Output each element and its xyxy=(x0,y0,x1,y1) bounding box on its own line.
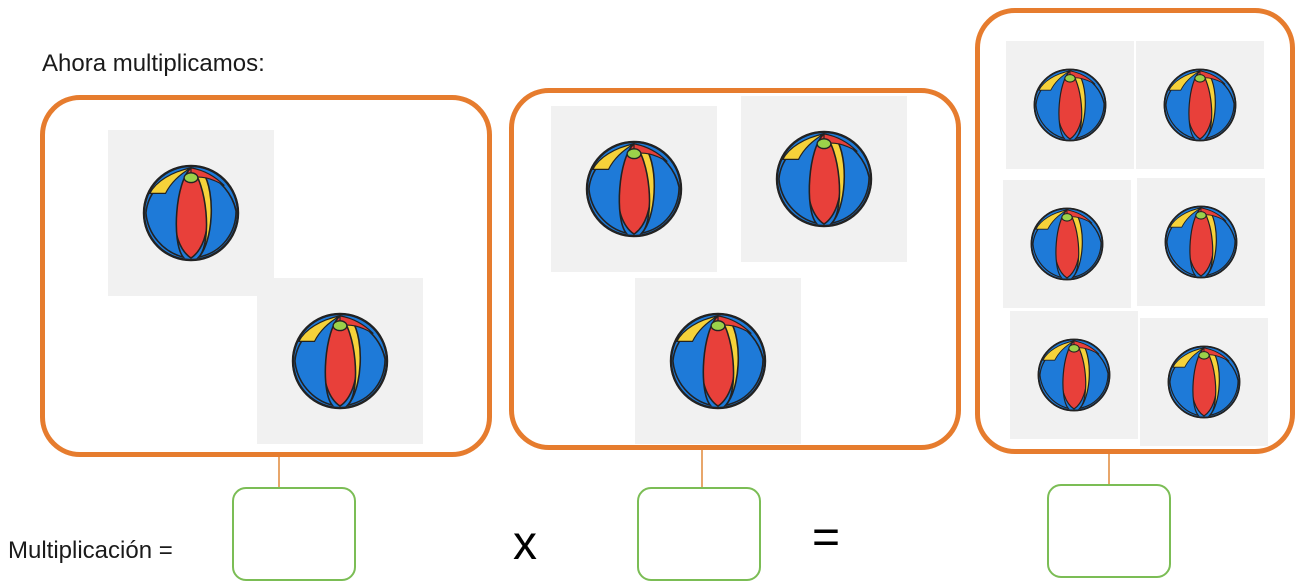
beach-ball-icon xyxy=(1037,338,1111,412)
beach-ball-icon xyxy=(669,312,767,410)
connector-line xyxy=(701,450,703,487)
group-box-2 xyxy=(509,88,961,450)
beach-ball-icon xyxy=(1030,207,1104,281)
beach-ball-icon xyxy=(1167,345,1241,419)
times-operator: x xyxy=(513,517,537,570)
ball-tile xyxy=(1136,41,1264,169)
connector-line xyxy=(278,457,280,487)
ball-tile xyxy=(1003,180,1131,308)
multiplication-label: Multiplicación = xyxy=(8,537,173,564)
answer-box-factor-1[interactable] xyxy=(232,487,356,581)
group-box-3 xyxy=(975,8,1295,454)
beach-ball-icon xyxy=(585,140,683,238)
beach-ball-icon xyxy=(142,164,240,262)
ball-tile xyxy=(257,278,423,444)
ball-tile xyxy=(108,130,274,296)
ball-tile xyxy=(1010,311,1138,439)
beach-ball-icon xyxy=(1163,68,1237,142)
beach-ball-icon xyxy=(775,130,873,228)
equals-operator: = xyxy=(812,511,841,564)
answer-box-product[interactable] xyxy=(1047,484,1171,578)
ball-tile xyxy=(1137,178,1265,306)
instruction-text: Ahora multiplicamos: xyxy=(42,50,265,77)
group-box-1 xyxy=(40,95,492,457)
connector-line xyxy=(1108,454,1110,484)
ball-tile xyxy=(741,96,907,262)
beach-ball-icon xyxy=(291,312,389,410)
ball-tile xyxy=(635,278,801,444)
answer-box-factor-2[interactable] xyxy=(637,487,761,581)
beach-ball-icon xyxy=(1033,68,1107,142)
beach-ball-icon xyxy=(1164,205,1238,279)
ball-tile xyxy=(1006,41,1134,169)
ball-tile xyxy=(1140,318,1268,446)
ball-tile xyxy=(551,106,717,272)
